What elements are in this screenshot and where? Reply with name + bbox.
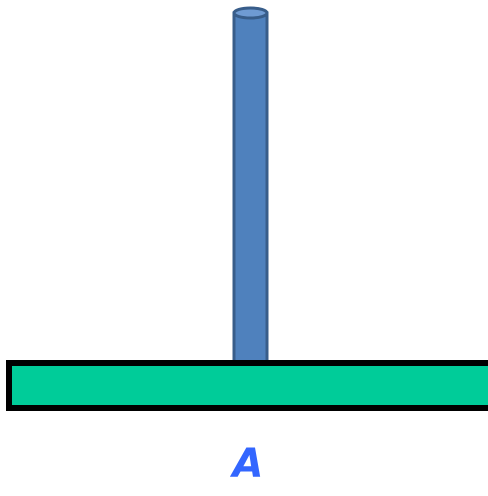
- base-plank: [6, 360, 488, 411]
- vertical-rod: [232, 6, 269, 367]
- peg-label: A: [232, 441, 264, 487]
- rod-top-cap: [232, 6, 269, 20]
- rod-body: [232, 11, 269, 367]
